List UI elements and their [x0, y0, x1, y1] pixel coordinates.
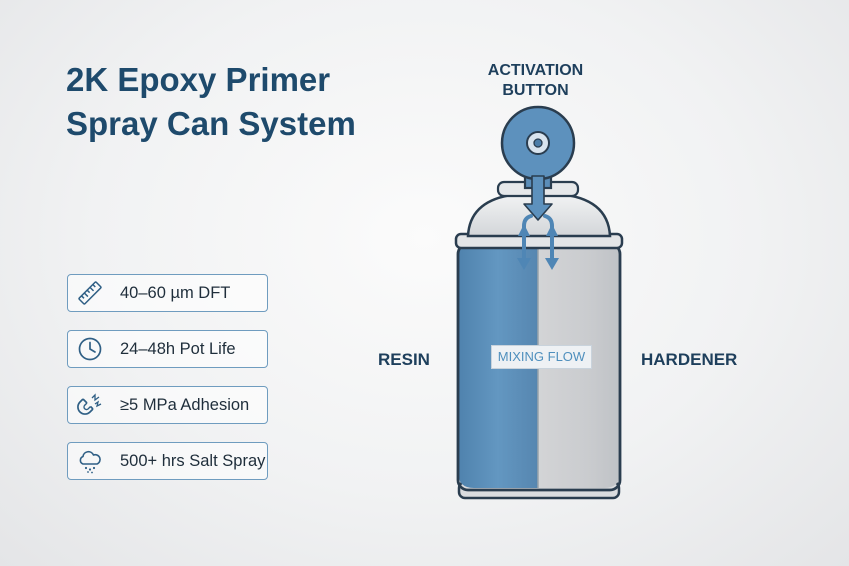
spec-label-salt-spray: 500+ hrs Salt Spray: [120, 452, 266, 470]
resin-label: RESIN: [378, 350, 430, 369]
spec-card-salt-spray: 500+ hrs Salt Spray: [67, 442, 268, 480]
mixing-arrow-up-left: [518, 224, 530, 236]
mixing-arrow-right-head: [545, 258, 559, 270]
title-line-1: 2K Epoxy Primer: [66, 61, 331, 98]
activation-label-line-1: ACTIVATION: [487, 62, 584, 79]
salt-spray-cloud-icon: [79, 450, 101, 474]
mixing-arrow-left-head: [517, 258, 531, 270]
spec-label-adhesion: ≥5 MPa Adhesion: [120, 396, 250, 414]
activation-button-label: ACTIVATION BUTTON: [463, 61, 608, 101]
ruler-icon: [78, 281, 102, 305]
activation-label-line-2: BUTTON: [502, 82, 569, 99]
title-line-2: Spray Can System: [66, 105, 356, 142]
magnet-icon: [77, 393, 102, 415]
mixing-flow-label: MIXING FLOW: [491, 345, 592, 369]
mixing-arrow-up-right: [546, 224, 558, 236]
spec-card-pot-life: 24–48h Pot Life: [67, 330, 268, 368]
clock-icon: [78, 337, 102, 361]
spec-label-dft: 40–60 µm DFT: [120, 284, 231, 302]
spec-label-pot-life: 24–48h Pot Life: [120, 340, 236, 358]
activation-button-center: [533, 138, 543, 148]
spec-card-dft: 40–60 µm DFT: [67, 274, 268, 312]
page-title: 2K Epoxy Primer Spray Can System: [66, 58, 356, 146]
hardener-label: HARDENER: [641, 350, 738, 369]
spec-card-adhesion: ≥5 MPa Adhesion: [67, 386, 268, 424]
activation-flow-arrow: [523, 175, 553, 221]
